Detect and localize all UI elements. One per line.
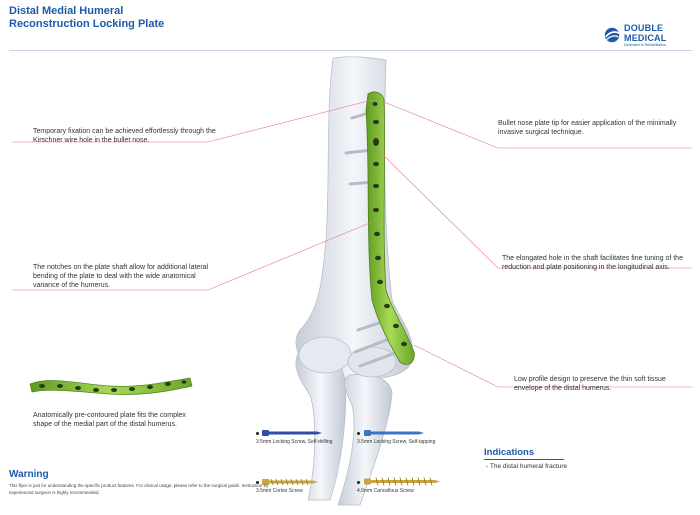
note-pre-contoured: Anatomically pre-contoured plate fits th…: [33, 412, 186, 428]
note-elongated-hole: The elongated hole in the shaft facilita…: [502, 255, 683, 271]
cortex-screw-icon: [262, 478, 318, 486]
leader-lines: [12, 99, 692, 388]
indication-item: - The distal humeral fracture: [486, 463, 568, 470]
indications-divider: [484, 459, 564, 460]
screw-label-3: 3.5mm Cortex Screw: [256, 488, 303, 494]
warning-text: This flyer is just for understanding the…: [9, 483, 269, 495]
header-divider: [9, 50, 692, 51]
note-kirschner-wire: Temporary fixation can be achieved effor…: [33, 128, 216, 144]
pre-contoured-plate: [29, 377, 193, 395]
title-line-2: Reconstruction Locking Plate: [9, 18, 165, 30]
note-low-profile: Low profile design to preserve the thin …: [514, 376, 666, 392]
title-line-1: Distal Medial Humeral: [9, 5, 124, 17]
legend-bullet: [256, 432, 259, 435]
locking-screw-self-tapping-icon: [364, 430, 424, 436]
note-notches: The notches on the plate shaft allow for…: [33, 264, 209, 289]
company-logo: DOUBLE MEDICAL Dedicated to Rehabilitati…: [603, 22, 700, 47]
screw-label-2: 3.5mm Locking Screw, Self-tapping: [357, 439, 436, 445]
globe-swoosh-icon: [604, 27, 620, 43]
plate-holes: [372, 102, 407, 347]
locking-plate: [365, 91, 415, 365]
screw-label-4: 4.0mm Cancellous Screw: [357, 488, 414, 494]
cancellous-screw-icon: [364, 477, 440, 486]
document-title: Distal Medial Humeral Reconstruction Loc…: [9, 5, 164, 31]
legend-bullet: [256, 481, 259, 484]
locking-screw-self-drilling-icon: [262, 430, 322, 436]
logo-name: DOUBLE MEDICAL: [624, 22, 667, 43]
warning-heading: Warning: [9, 469, 49, 480]
logo-tagline: Dedicated to Rehabilitation: [624, 42, 666, 47]
legend-bullet: [357, 481, 360, 484]
indications-heading: Indications: [484, 447, 535, 458]
note-bullet-nose: Bullet nose plate tip for easier applica…: [498, 120, 677, 136]
legend-bullet: [357, 432, 360, 435]
screw-label-1: 3.5mm Locking Screw, Self-drilling: [256, 439, 333, 445]
radius-bone: [337, 373, 393, 506]
